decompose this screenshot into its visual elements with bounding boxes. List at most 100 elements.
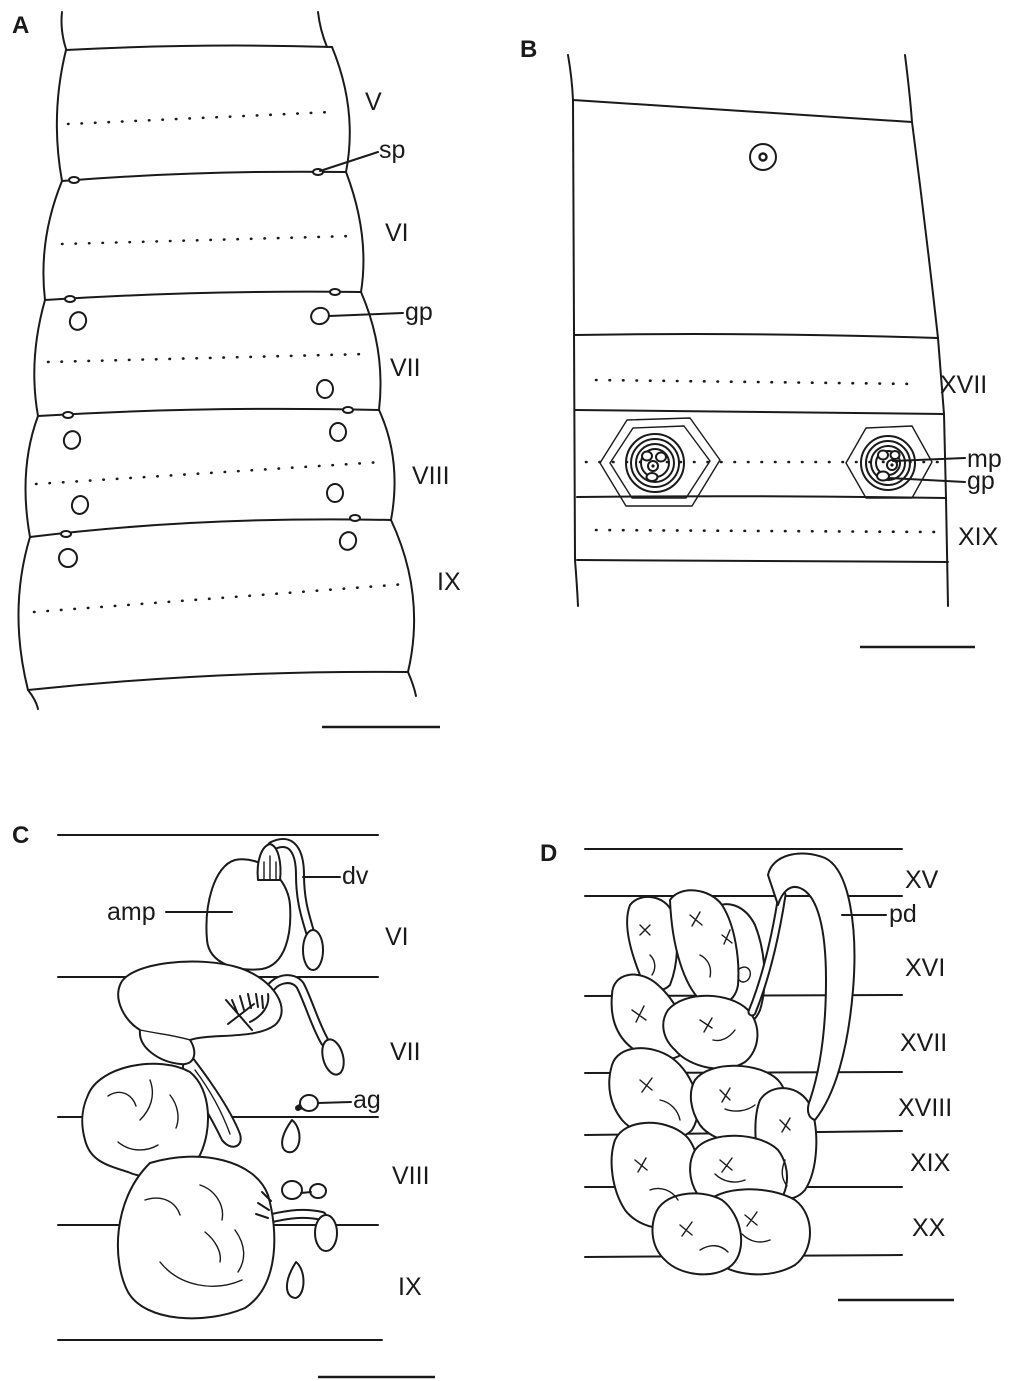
panel-d-letter: D [540,840,557,867]
body-right-edge [905,55,948,606]
genital-papilla [891,451,900,459]
segment-v-vi-boundary [62,172,346,181]
segment-label-vi: VI [385,923,409,951]
spermatheca-ix [118,1157,337,1319]
panel-c: C [12,822,435,1377]
segment-label-xix: XIX [958,523,999,551]
segment-label-ix: IX [437,568,461,596]
prostate-lobe [652,1193,741,1274]
male-pore-complex-right [846,426,932,498]
genital-papilla [337,530,358,552]
dv-label: dv [342,862,369,890]
ag-leader-line [318,1102,351,1103]
male-pore-dot [890,463,893,466]
segment-label-xviii: XVIII [898,1094,952,1122]
ampulla [118,962,281,1065]
amp-label: amp [107,898,156,926]
panel-b: B [520,36,1002,647]
segment-vii-left-edge [34,300,45,416]
segment-label-vii: VII [390,1038,421,1066]
panel-d: D [540,840,954,1300]
spermathecal-pore [61,531,71,537]
segment-vi-left-edge [43,181,62,300]
segment-vi-vii-boundary [45,292,361,300]
segment-vi-right-edge [346,172,363,292]
male-pore-dot [651,464,654,467]
tail-right-edge [408,672,416,696]
panel-a-genital-papillae [59,305,359,567]
genital-papilla [878,451,888,460]
genital-papilla [67,310,88,332]
genital-papilla [61,429,82,451]
diverticulum-club [315,1215,337,1251]
segment-viii-right-edge [379,410,395,520]
setal-row-v [68,112,332,124]
tail-left-edge [28,690,38,709]
accessory-gland [287,1262,304,1298]
diverticulum-knob-stalk [301,1192,311,1193]
segment-boundary [577,560,948,562]
spermathecal-pore [350,515,360,521]
prostatic-duct-body [768,853,854,1120]
segment-ix-left-edge [18,537,30,690]
segment-label-viii: VIII [412,462,450,490]
setal-row-viii [36,462,382,484]
female-pore-center [760,154,767,161]
diverticulum-knob [310,1184,326,1198]
segment-label-viii: VIII [392,1162,430,1190]
ampulla [118,1157,274,1319]
genital-papilla [309,305,331,326]
setal-row-xvii [596,380,918,384]
segment-ix-bottom-boundary [28,672,408,690]
spermathecal-pore [65,296,75,302]
accessory-gland [300,1095,318,1111]
genital-papilla [317,380,333,398]
panel-b-body-outline [568,55,948,606]
spermatheca-vi [206,843,323,970]
female-pore-ring [750,144,776,170]
segment-vii-viii-boundary [38,409,379,416]
genital-papilla [877,472,889,481]
genital-papilla [656,453,666,462]
sp-label: sp [379,136,405,164]
seminal-chamber [258,844,281,880]
body-left-edge [568,55,578,606]
segment-label-v: V [365,88,382,116]
neck-left-edge [62,12,67,49]
panel-a: A [12,12,461,727]
segment-boundary [575,410,944,414]
genital-papilla [642,452,652,461]
gp-leader-line [329,313,403,316]
spermathecal-pore [343,407,353,413]
gp-label: gp [967,467,995,495]
genital-papilla [330,423,346,441]
neck-right-edge [318,12,327,47]
segment-label-xx: XX [912,1214,946,1242]
setal-row-vii [48,354,366,362]
male-pore-complex-left [600,418,720,506]
panel-a-letter: A [12,12,29,39]
gp-label: gp [405,298,433,326]
spermathecal-pore [63,412,73,418]
setal-row-vi [62,236,352,244]
segment-label-ix: IX [398,1273,422,1301]
segment-v-top-boundary [66,46,332,50]
ag-label: ag [353,1086,381,1114]
diverticulum-club [303,930,323,970]
segment-viii-ix-boundary [30,519,391,537]
female-pore [750,144,776,170]
segment-boundary [575,334,938,338]
segment-label-xvii: XVII [940,371,987,399]
panel-c-letter: C [12,822,29,849]
segment-label-xvii: XVII [900,1029,947,1057]
pd-label: pd [889,900,917,928]
panel-b-letter: B [520,36,537,63]
segment-v-left-edge [57,50,66,181]
genital-papilla [70,494,90,516]
setal-row-xix [596,530,940,532]
segment-label-xv: XV [905,866,939,894]
panel-a-spermathecal-pores [61,169,360,537]
spermathecal-pore [330,289,340,295]
genital-papilla [647,473,658,481]
